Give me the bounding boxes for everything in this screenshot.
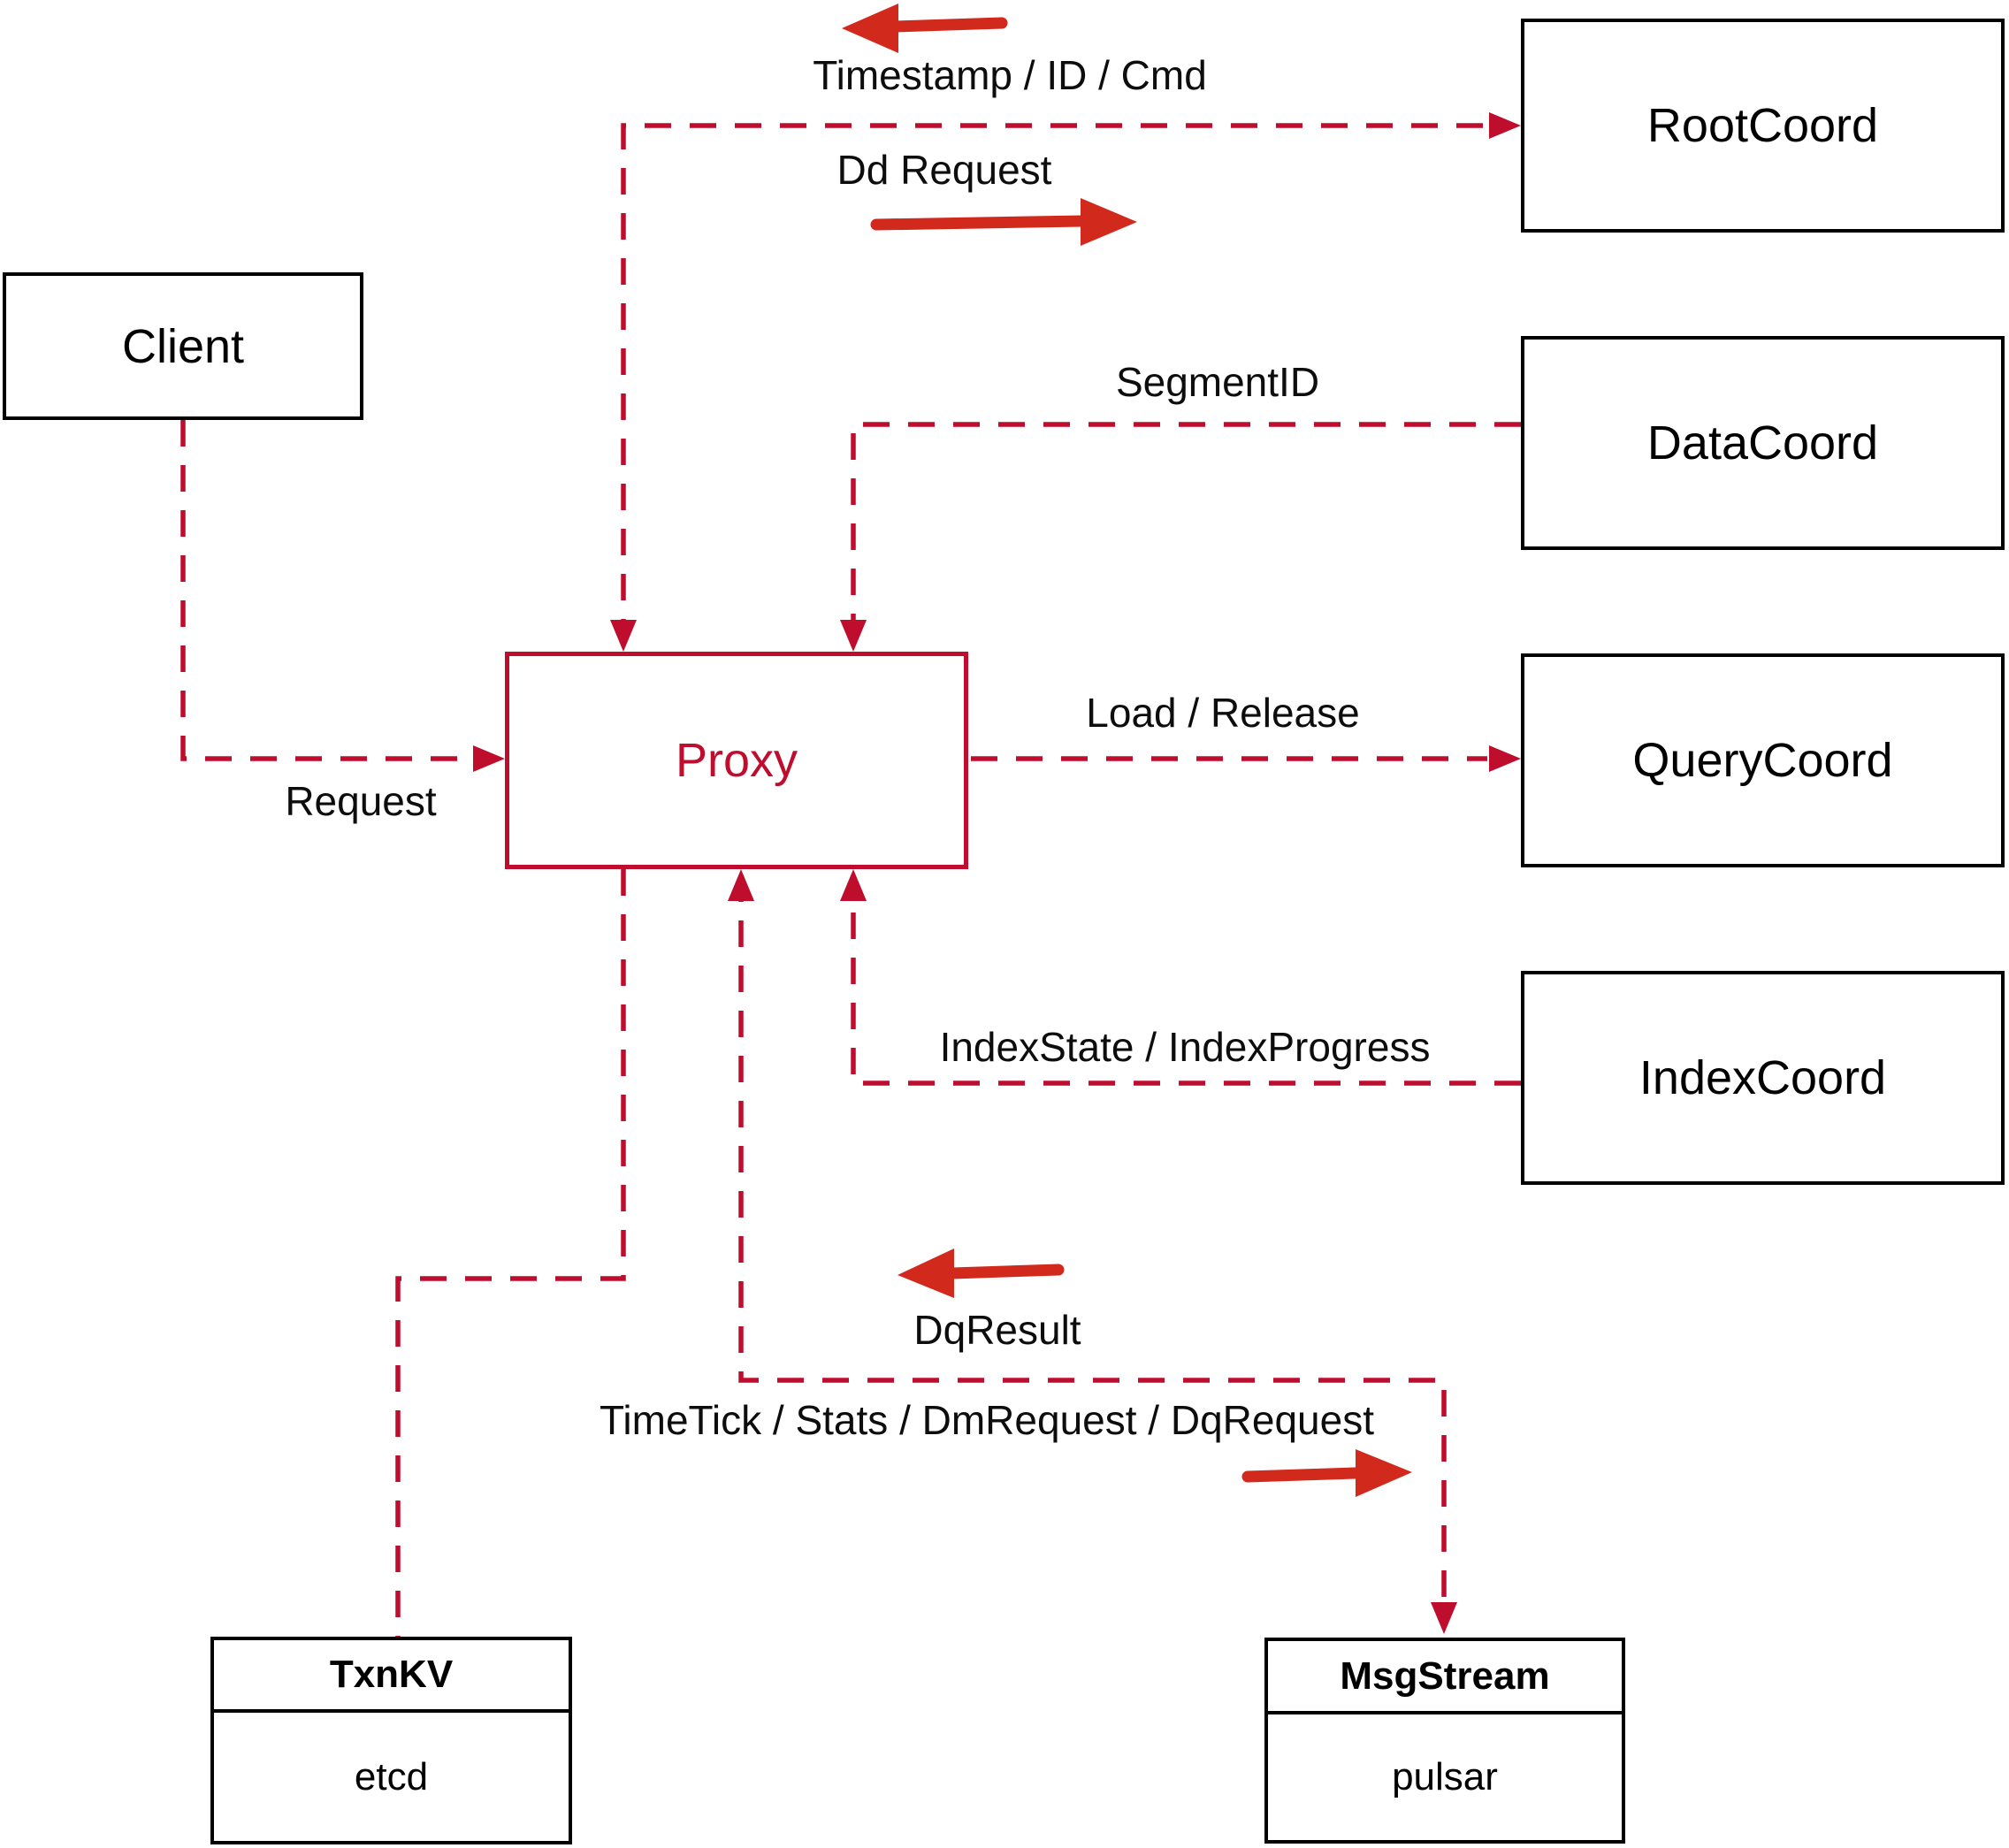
direction-arrow-left-timestamp-icon <box>842 4 1008 53</box>
edge-label-request: Request <box>285 778 437 824</box>
node-txnkv-subtitle: etcd <box>354 1754 429 1798</box>
node-rootcoord: RootCoord <box>1521 19 2005 233</box>
node-msgstream-subtitle: pulsar <box>1392 1755 1498 1798</box>
node-querycoord: QueryCoord <box>1521 653 2005 867</box>
node-datacoord: DataCoord <box>1521 336 2005 550</box>
node-querycoord-label: QueryCoord <box>1632 734 1893 787</box>
node-rootcoord-label: RootCoord <box>1646 99 1879 152</box>
direction-arrow-right-timetick-icon <box>1241 1449 1412 1497</box>
direction-arrow-left-dqresult-icon <box>898 1249 1065 1298</box>
arrowhead-into-rootcoord-icon <box>1489 112 1521 139</box>
node-msgstream-title: MsgStream <box>1340 1653 1550 1698</box>
arrowhead-into-msgstream-icon <box>1431 1602 1457 1634</box>
arrowhead-into-proxy-top-left-icon <box>610 620 637 652</box>
node-proxy: Proxy <box>505 652 968 869</box>
edge-label-dd-request: Dd Request <box>836 147 1052 193</box>
arrowhead-into-proxy-top-right-icon <box>840 620 867 652</box>
node-client-label: Client <box>121 319 245 373</box>
node-indexcoord-label: IndexCoord <box>1639 1051 1887 1104</box>
arrowhead-into-querycoord-icon <box>1489 745 1521 772</box>
edge-datacoord-to-proxy <box>851 422 1521 645</box>
node-indexcoord: IndexCoord <box>1521 971 2005 1185</box>
node-msgstream-body: pulsar <box>1268 1714 1622 1840</box>
node-txnkv-header: TxnKV <box>214 1640 569 1713</box>
node-proxy-label: Proxy <box>675 734 798 787</box>
node-datacoord-label: DataCoord <box>1646 416 1879 470</box>
edge-proxy-rootcoord <box>621 123 1487 645</box>
edge-label-index-state-progress: IndexState / IndexProgress <box>939 1024 1431 1070</box>
edge-label-load-release: Load / Release <box>1086 690 1360 736</box>
arrowhead-into-proxy-bottom-mid-icon <box>728 869 754 901</box>
node-txnkv: TxnKV etcd <box>210 1637 572 1844</box>
direction-arrow-right-dd-request-icon <box>870 198 1137 246</box>
node-msgstream: MsgStream pulsar <box>1264 1638 1625 1844</box>
arrowhead-into-proxy-bottom-right-icon <box>840 869 867 901</box>
edge-label-timestamp-id-cmd: Timestamp / ID / Cmd <box>813 52 1207 98</box>
edge-label-dq-result: DqResult <box>913 1307 1081 1353</box>
edge-proxy-msgstream <box>738 875 1447 1627</box>
node-txnkv-body: etcd <box>214 1713 569 1841</box>
node-txnkv-title: TxnKV <box>329 1653 454 1696</box>
node-msgstream-header: MsgStream <box>1268 1641 1622 1714</box>
edge-proxy-txnkv <box>395 869 626 1637</box>
edge-client-to-proxy <box>180 420 472 761</box>
arrowhead-into-proxy-left-icon <box>473 745 505 772</box>
edge-label-time-tick-stats: TimeTick / Stats / DmRequest / DqRequest <box>600 1397 1374 1443</box>
node-client: Client <box>3 272 363 420</box>
edge-label-segment-id: SegmentID <box>1115 359 1320 405</box>
